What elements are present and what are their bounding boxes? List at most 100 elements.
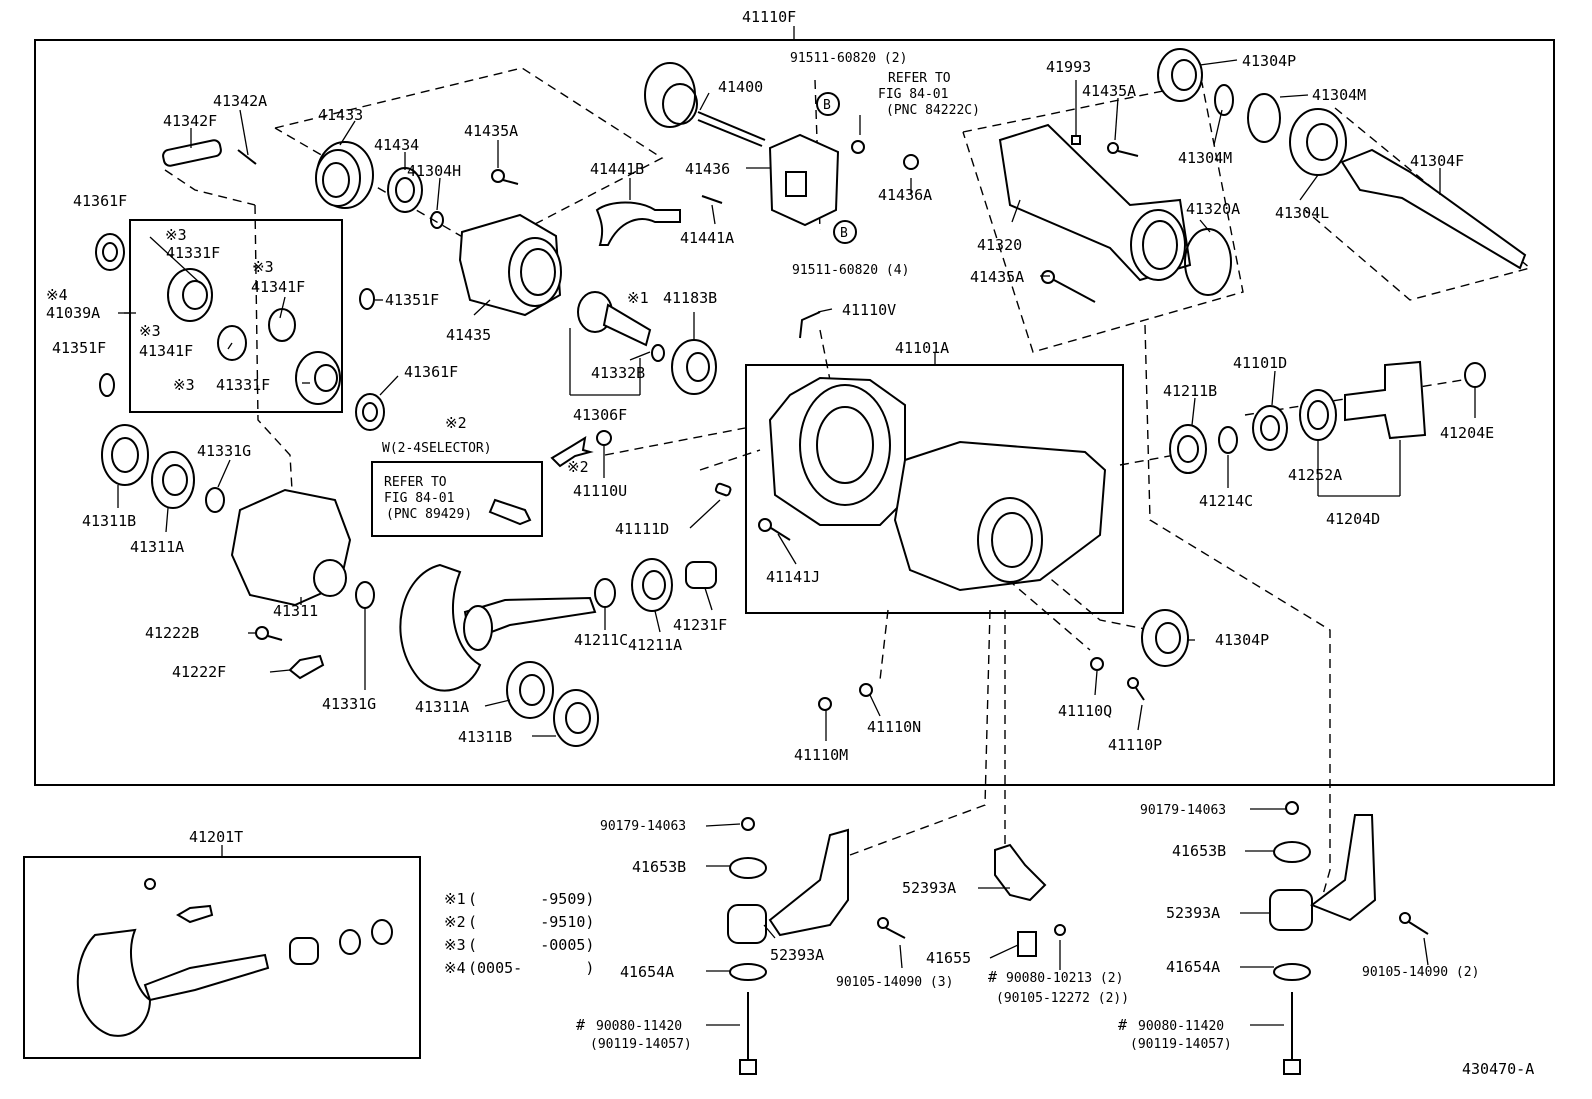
hash-c: # xyxy=(1118,1016,1127,1034)
label-41110N: 41110N xyxy=(867,718,921,736)
label-90105-12272: (90105-12272 (2)) xyxy=(996,991,1129,1006)
label-41201T: 41201T xyxy=(189,828,243,846)
note3-marker-d: ※3 xyxy=(173,376,195,394)
label-90119-a: (90119-14057) xyxy=(590,1037,692,1052)
note3-marker-a: ※3 xyxy=(165,226,187,244)
label-41101D: 41101D xyxy=(1233,354,1287,372)
label-41183B: 41183B xyxy=(663,289,717,307)
label-41351F-a: 41351F xyxy=(52,339,106,357)
label-90179-b: 90179-14063 xyxy=(1140,803,1226,818)
label-90105-2: 90105-14090 (2) xyxy=(1362,965,1479,980)
hash-b: # xyxy=(988,968,997,986)
label-41311A-b: 41311A xyxy=(415,698,469,716)
label-41311B-a: 41311B xyxy=(82,512,136,530)
label-41304M-a: 41304M xyxy=(1312,86,1366,104)
legend-mark-2: ※2 xyxy=(444,913,466,931)
label-41654A-a: 41654A xyxy=(620,963,674,981)
label-41434: 41434 xyxy=(374,136,419,154)
note2-marker-a: ※2 xyxy=(445,414,467,432)
label-41304L: 41304L xyxy=(1275,204,1329,222)
circle-b-bottom: B xyxy=(840,226,848,241)
note4-marker: ※4 xyxy=(46,286,68,304)
label-41304M-b: 41304M xyxy=(1178,149,1232,167)
label-41993: 41993 xyxy=(1046,58,1091,76)
label-41332B: 41332B xyxy=(591,364,645,382)
label-91511-2: 91511-60820 (2) xyxy=(790,51,907,66)
label-90080-10213: 90080-10213 (2) xyxy=(1006,971,1123,986)
label-41211A: 41211A xyxy=(628,636,682,654)
label-41400: 41400 xyxy=(718,78,763,96)
label-41655: 41655 xyxy=(926,949,971,967)
label-41331G-b: 41331G xyxy=(322,695,376,713)
label-41361F-a: 41361F xyxy=(73,192,127,210)
diff-group-frame xyxy=(129,219,343,413)
label-41311A-a: 41311A xyxy=(130,538,184,556)
label-41331F-b: 41331F xyxy=(216,376,270,394)
refer-lower-3: (PNC 89429) xyxy=(386,507,472,522)
label-90179-a: 90179-14063 xyxy=(600,819,686,834)
label-90080-11420-b: 90080-11420 xyxy=(1138,1019,1224,1034)
legend: ※1 ( -9509) ※2 ( -9510) ※3 ( -0005) ※4 (… xyxy=(444,890,594,977)
label-41110F: 41110F xyxy=(742,8,796,26)
label-52393A-c: 52393A xyxy=(1166,904,1220,922)
label-41222F: 41222F xyxy=(172,663,226,681)
label-41320: 41320 xyxy=(977,236,1022,254)
part-shapes xyxy=(76,48,1527,1075)
label-41435A-a: 41435A xyxy=(464,122,518,140)
label-41435A-c: 41435A xyxy=(970,268,1024,286)
label-41110V: 41110V xyxy=(842,301,896,319)
label-41331G-a: 41331G xyxy=(197,442,251,460)
label-41436: 41436 xyxy=(685,160,730,178)
label-41361F-b: 41361F xyxy=(404,363,458,381)
label-41039A: 41039A xyxy=(46,304,100,322)
label-41141J: 41141J xyxy=(766,568,820,586)
label-41231F: 41231F xyxy=(673,616,727,634)
refer-lower-1: REFER TO xyxy=(384,475,447,490)
refer-upper-3: (PNC 84222C) xyxy=(886,103,980,118)
hash-a: # xyxy=(576,1016,585,1034)
label-41441B: 41441B xyxy=(590,160,644,178)
refer-upper-1: REFER TO xyxy=(888,71,951,86)
label-52393A-b: 52393A xyxy=(902,879,956,897)
label-41306F: 41306F xyxy=(573,406,627,424)
label-41110M: 41110M xyxy=(794,746,848,764)
label-41211B: 41211B xyxy=(1163,382,1217,400)
label-41204D: 41204D xyxy=(1326,510,1380,528)
legend-range-3: ( -0005) xyxy=(468,936,594,954)
label-41110Q: 41110Q xyxy=(1058,702,1112,720)
label-41341F-b: 41341F xyxy=(139,342,193,360)
note3-marker-b: ※3 xyxy=(252,258,274,276)
label-41433: 41433 xyxy=(318,106,363,124)
label-41304H: 41304H xyxy=(407,162,461,180)
label-90080-11420-a: 90080-11420 xyxy=(596,1019,682,1034)
label-41110U: 41110U xyxy=(573,482,627,500)
label-41435A-b: 41435A xyxy=(1082,82,1136,100)
legend-mark-3: ※3 xyxy=(444,936,466,954)
legend-range-1: ( -9509) xyxy=(468,890,594,908)
refer-lower-2: FIG 84-01 xyxy=(384,491,454,506)
label-41111D: 41111D xyxy=(615,520,669,538)
note3-marker-c: ※3 xyxy=(139,322,161,340)
refer-upper-2: FIG 84-01 xyxy=(878,87,948,102)
label-41211C: 41211C xyxy=(574,631,628,649)
label-41101A: 41101A xyxy=(895,339,949,357)
label-41435: 41435 xyxy=(446,326,491,344)
label-41252A: 41252A xyxy=(1288,466,1342,484)
selector-note: W(2-4SELECTOR) xyxy=(382,441,492,456)
legend-range-4: (0005- ) xyxy=(468,959,594,977)
label-41204E: 41204E xyxy=(1440,424,1494,442)
label-41331F-a: 41331F xyxy=(166,244,220,262)
leader-lines xyxy=(117,59,1476,1026)
label-91511-4: 91511-60820 (4) xyxy=(792,263,909,278)
label-90119-b: (90119-14057) xyxy=(1130,1037,1232,1052)
diagram-id: 430470-A xyxy=(1462,1060,1534,1078)
note2-marker-b: ※2 xyxy=(567,458,589,476)
label-41351F-b: 41351F xyxy=(385,291,439,309)
label-41311: 41311 xyxy=(273,602,318,620)
label-41653B-a: 41653B xyxy=(632,858,686,876)
label-90105-3: 90105-14090 (3) xyxy=(836,975,953,990)
label-41311B-b: 41311B xyxy=(458,728,512,746)
label-41304F: 41304F xyxy=(1410,152,1464,170)
